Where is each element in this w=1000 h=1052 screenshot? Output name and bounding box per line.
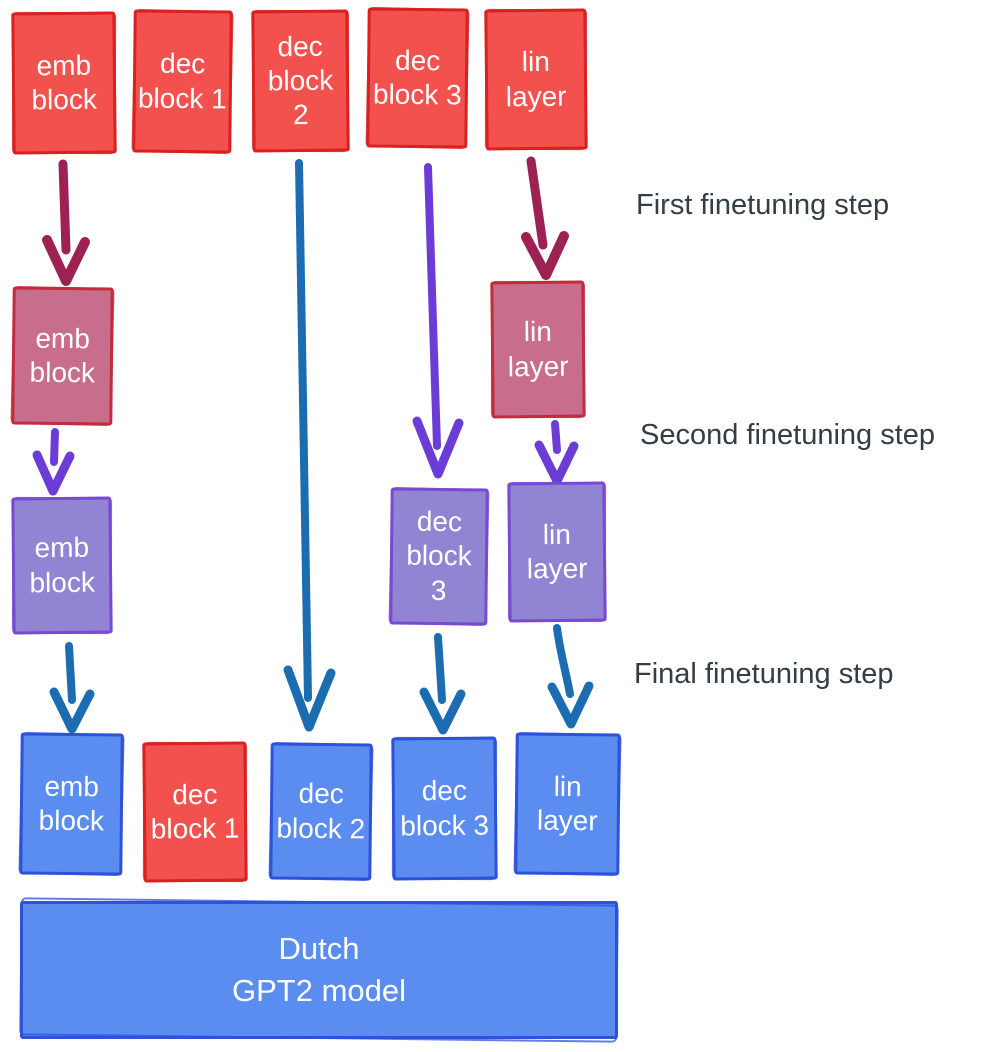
arrow-final-dec3 (419, 633, 466, 735)
block-label: lin layer (536, 770, 598, 837)
block-pretrained-lin: lin layer (484, 8, 588, 151)
arrow-step1-emb (42, 159, 90, 286)
block-pretrained-dec2: dec block 2 (251, 9, 350, 153)
block-final-dec3: dec block 3 (391, 736, 498, 881)
block-final-lin: lin layer (514, 732, 621, 876)
arrow-final-lin (547, 624, 594, 729)
model-label-line1: Dutch (278, 931, 360, 967)
block-step2-emb: emb block (11, 496, 113, 635)
arrow-step2-lin (534, 420, 579, 486)
block-step1-lin: lin layer (490, 280, 586, 419)
block-label: emb block (29, 322, 96, 389)
block-label: dec block 2 (276, 778, 366, 844)
arrow-final-emb (49, 642, 95, 734)
block-label: lin layer (507, 316, 569, 382)
block-label: dec block 3 (372, 44, 462, 111)
block-final-emb: emb block (19, 732, 124, 876)
arrow-final-dec2 (283, 159, 336, 732)
block-final-dec2: dec block 2 (269, 742, 373, 881)
dutch-gpt2-model-box: Dutch GPT2 model (20, 901, 618, 1039)
block-label: dec block 3 (400, 775, 490, 841)
label-second-finetuning-step: Second finetuning step (640, 419, 936, 451)
block-step2-lin: lin layer (507, 481, 607, 623)
block-label: emb block (29, 532, 96, 598)
block-label: dec block 2 (267, 30, 334, 131)
block-label: lin layer (505, 46, 567, 112)
block-label: emb block (31, 49, 98, 116)
block-step1-emb: emb block (11, 286, 114, 426)
arrow-step1-lin (521, 156, 569, 280)
block-label: dec block 1 (137, 48, 227, 114)
block-pretrained-dec3: dec block 3 (366, 7, 469, 149)
block-pretrained-dec1: dec block 1 (132, 9, 233, 154)
block-pretrained-emb: emb block (11, 11, 117, 155)
block-final-dec1: dec block 1 (142, 741, 248, 883)
block-label: lin layer (526, 518, 588, 585)
block-label: emb block (38, 770, 105, 837)
model-label: Dutch GPT2 model (232, 928, 406, 1012)
model-label-line2: GPT2 model (231, 973, 406, 1008)
block-label: dec block 1 (150, 778, 240, 845)
label-final-finetuning-step: Final finetuning step (634, 658, 894, 690)
block-label: dec block 3 (406, 506, 472, 606)
block-step2-dec3: dec block 3 (389, 487, 489, 626)
label-first-finetuning-step: First finetuning step (636, 189, 890, 221)
arrow-step2-dec3 (412, 163, 464, 479)
arrow-step2-emb (32, 428, 75, 496)
